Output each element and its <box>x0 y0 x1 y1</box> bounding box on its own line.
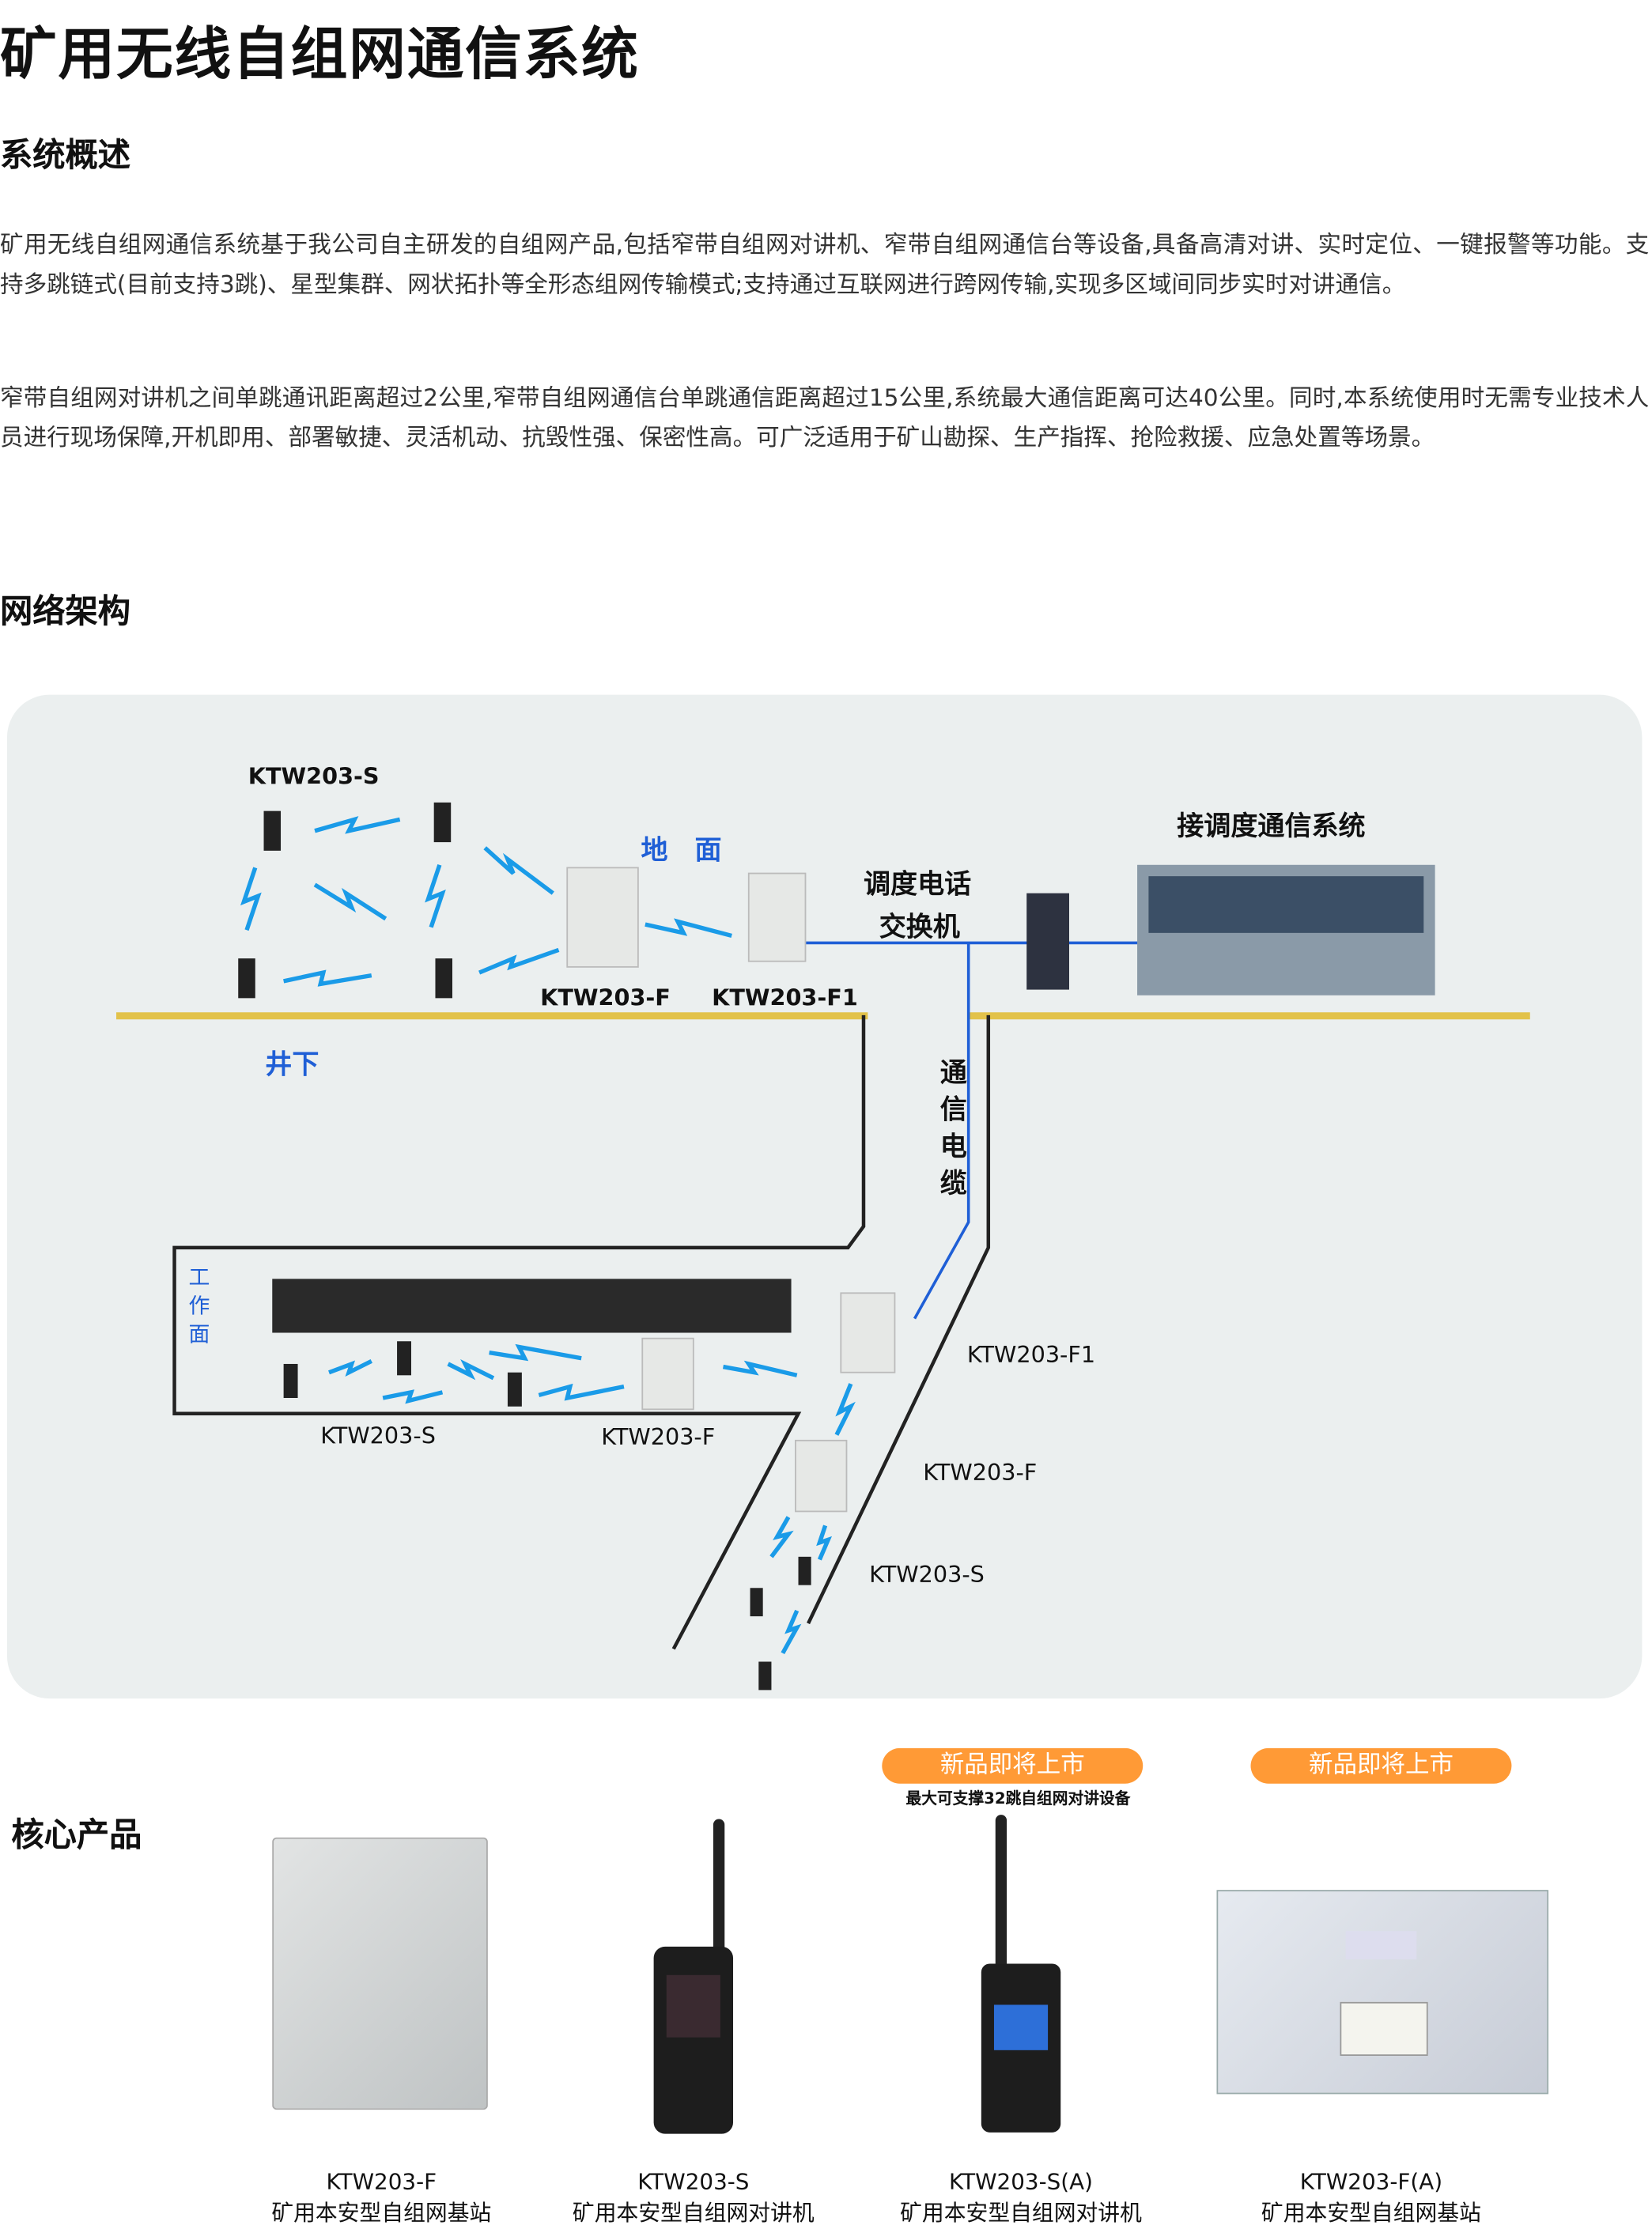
wireless-signal-group <box>240 816 856 1655</box>
cable-label-1: 通 <box>940 1057 967 1089</box>
lightning-icon <box>769 1516 794 1558</box>
surface-radio-label: KTW203-S <box>248 763 380 790</box>
radio-icon <box>238 958 255 999</box>
communication-cable <box>913 943 970 1320</box>
ground-line-left <box>116 1012 868 1020</box>
switch-rack-icon <box>1026 893 1069 990</box>
cable-label-4: 缆 <box>940 1168 967 1200</box>
workface-label-1: 工 <box>188 1266 210 1290</box>
radio-icon <box>283 1363 298 1398</box>
tunnel-wall-right <box>807 1014 991 1625</box>
lightning-icon <box>645 918 732 939</box>
video-wall <box>1148 876 1424 933</box>
lightning-icon <box>834 1383 856 1436</box>
workface-f-label: KTW203-F <box>601 1423 715 1450</box>
product-name: 矿用本安型自组网对讲机 <box>900 2200 1142 2227</box>
radio-icon <box>397 1341 411 1376</box>
nameplate <box>1340 2001 1428 2056</box>
lightning-icon <box>382 1389 444 1404</box>
diagram-canvas: KTW203-S KTW203-F KTW203-F1 调度电话 交换机 接调度… <box>116 763 1530 1691</box>
architecture-heading: 网络架构 <box>0 592 130 631</box>
radio-icon <box>750 1588 763 1617</box>
product-model: KTW203-S <box>637 2169 750 2195</box>
product-model: KTW203-S(A) <box>949 2169 1094 2195</box>
page-title: 矿用无线自组网通信系统 <box>0 21 640 89</box>
tunnel-wall-left <box>172 1014 866 1650</box>
switch-label-line1: 调度电话 <box>864 869 971 901</box>
lightning-icon <box>478 947 560 975</box>
surface-f1-label: KTW203-F1 <box>712 984 858 1011</box>
product-card-ktw203-f-a[interactable]: KTW203-F(A) 矿用本安型自组网基站 <box>1215 2167 1527 2229</box>
radio-icon <box>263 810 282 851</box>
products-heading: 核心产品 <box>11 1815 142 1855</box>
coal-seam <box>272 1279 792 1333</box>
base-station-f1-icon <box>840 1292 896 1373</box>
product-card-ktw203-s-a[interactable]: KTW203-S(A) 矿用本安型自组网对讲机 <box>865 2167 1177 2229</box>
tunnel-f-label: KTW203-F <box>923 1459 1037 1486</box>
product-card-ktw203-f[interactable]: KTW203-F 矿用本安型自组网基站 <box>225 2167 537 2229</box>
tunnel-radio-label: KTW203-S <box>869 1561 985 1588</box>
base-station-icon <box>566 867 639 968</box>
lightning-icon <box>483 846 554 895</box>
radio-icon <box>507 1372 522 1407</box>
ground-label: 地 面 <box>641 835 721 867</box>
lightning-icon <box>283 969 372 987</box>
base-station-icon <box>641 1337 694 1411</box>
lightning-icon <box>538 1383 625 1401</box>
base-station-icon <box>795 1439 848 1513</box>
product-name: 矿用本安型自组网基站 <box>271 2200 492 2227</box>
overview-paragraph-1: 矿用无线自组网通信系统基于我公司自主研发的自组网产品,包括窄带自组网对讲机、窄带… <box>0 231 1650 297</box>
underground-f1-label: KTW203-F1 <box>967 1341 1095 1368</box>
product-image-ktw203-f[interactable] <box>272 1837 488 2110</box>
cable-label-3: 电 <box>940 1131 967 1162</box>
surface-f-label: KTW203-F <box>540 984 671 1011</box>
product-card-ktw203-s[interactable]: KTW203-S 矿用本安型自组网对讲机 <box>538 2167 849 2229</box>
switch-label-line2: 交换机 <box>879 911 960 943</box>
antenna <box>713 1819 725 1954</box>
lightning-icon <box>425 863 446 928</box>
product-name: 矿用本安型自组网基站 <box>1261 2200 1481 2227</box>
base-station-f1-icon <box>747 872 807 962</box>
radio-screen <box>666 1974 720 2038</box>
workface-label-3: 面 <box>188 1322 210 1347</box>
lightning-icon <box>722 1360 798 1377</box>
cable-label-2: 信 <box>940 1094 967 1126</box>
overview-heading: 系统概述 <box>0 136 130 175</box>
workface-radio-label: KTW203-S <box>320 1422 436 1449</box>
product-note: 最大可支撑32跳自组网对讲设备 <box>905 1789 1131 1808</box>
lightning-icon <box>816 1524 833 1561</box>
lightning-icon <box>240 867 262 931</box>
display-window <box>1345 1931 1417 1960</box>
lightning-icon <box>489 1343 582 1362</box>
workface-label-2: 作 <box>188 1294 210 1318</box>
product-image-ktw203-s[interactable] <box>653 1819 734 2134</box>
radio-icon <box>758 1661 772 1691</box>
radio-icon <box>435 958 452 999</box>
lightning-icon <box>313 882 387 921</box>
product-name: 矿用本安型自组网对讲机 <box>572 2200 815 2227</box>
dispatch-system-label: 接调度通信系统 <box>1177 810 1365 842</box>
overview-paragraph-2: 窄带自组网对讲机之间单跳通讯距离超过2公里,窄带自组网通信台单跳通信距离超过15… <box>0 383 1650 451</box>
radio-icon <box>798 1556 811 1585</box>
ground-line-right <box>968 1012 1530 1020</box>
underground-label: 井下 <box>265 1048 319 1080</box>
product-model: KTW203-F <box>326 2169 437 2195</box>
product-image-ktw203-s-a[interactable] <box>981 1815 1061 2133</box>
lightning-icon <box>328 1358 372 1377</box>
new-product-badge: 新品即将上市 <box>1250 1747 1512 1784</box>
product-model: KTW203-F(A) <box>1299 2169 1443 2195</box>
network-architecture-diagram: KTW203-S KTW203-F KTW203-F1 调度电话 交换机 接调度… <box>6 694 1643 1699</box>
product-image-ktw203-f-a[interactable] <box>1216 1890 1549 2095</box>
antenna <box>995 1815 1007 1971</box>
new-product-badge: 新品即将上市 <box>882 1747 1144 1784</box>
lightning-icon <box>447 1358 495 1381</box>
lightning-icon <box>314 816 401 834</box>
lightning-icon <box>781 1609 802 1655</box>
radio-screen <box>993 2004 1049 2050</box>
radio-icon <box>433 802 452 843</box>
